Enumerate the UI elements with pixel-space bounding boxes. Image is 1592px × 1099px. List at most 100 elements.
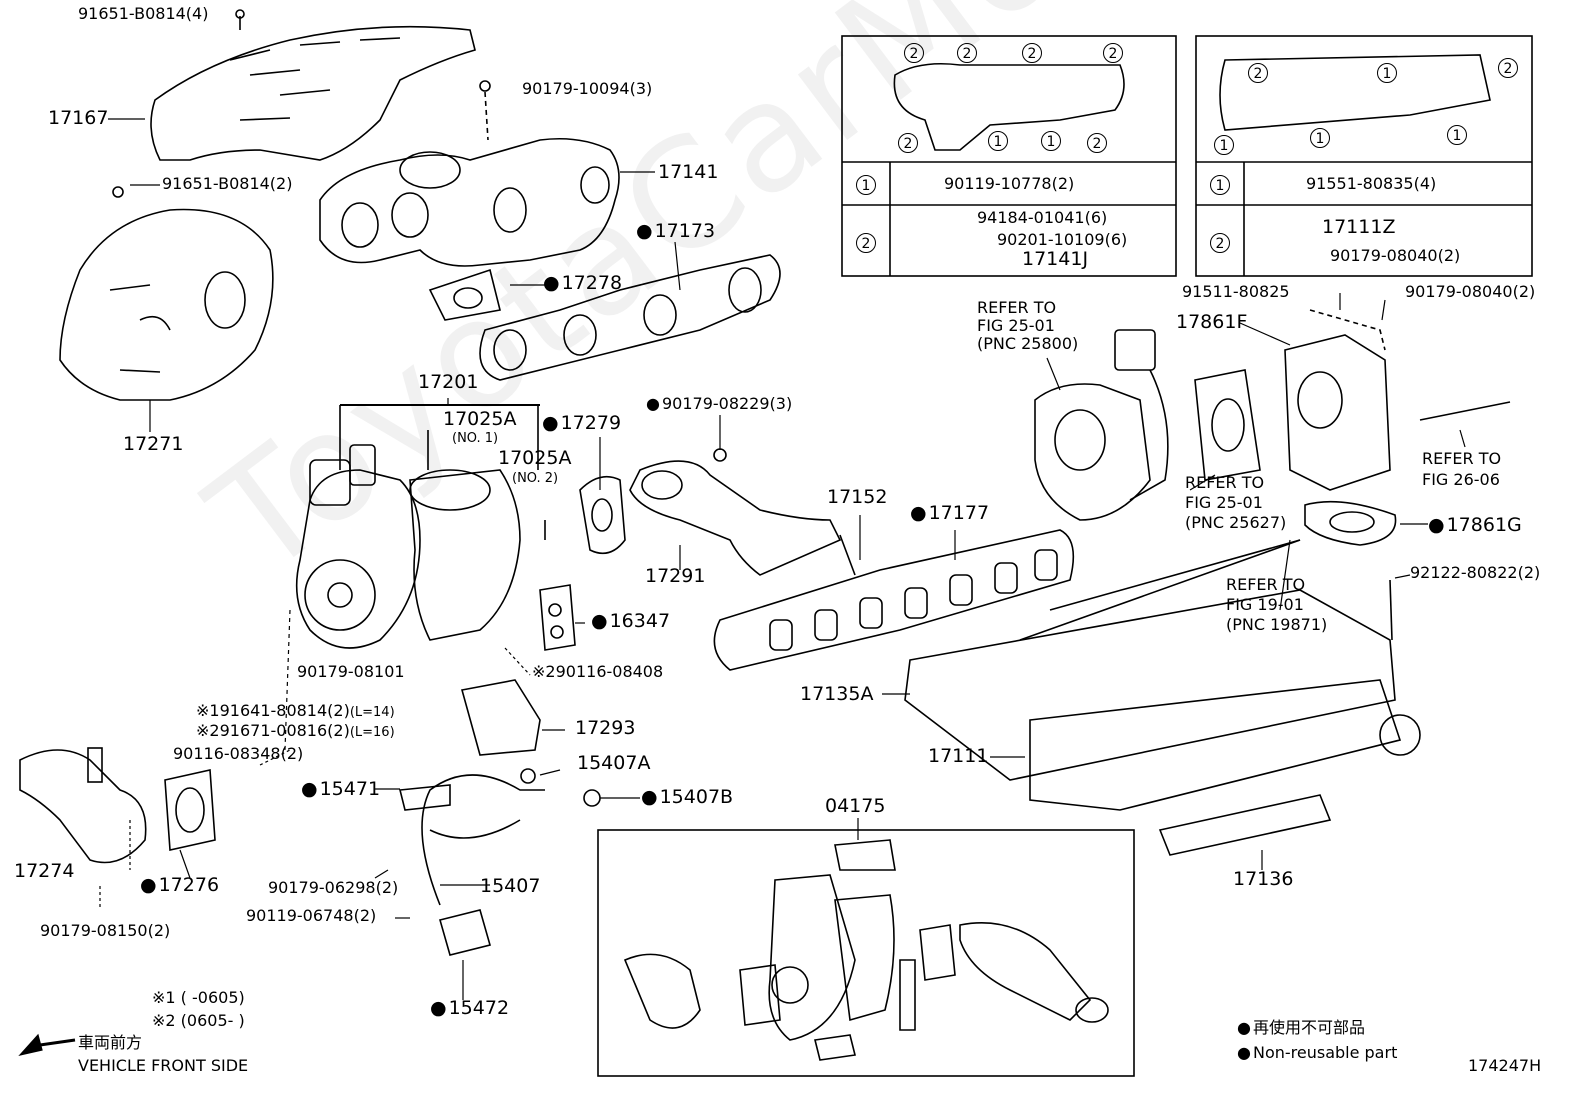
refer-fig-19-01: REFER TO FIG 19-01 (PNC 19871) [1226,575,1327,635]
table-right-row2-part: 17111Z [1322,216,1396,238]
label-17293: 17293 [575,717,636,739]
label-90116-08408: ※290116-08408 [532,664,663,680]
callout-1: 1 [1310,128,1330,148]
table-left-row1-part: 90119-10778(2) [944,174,1075,193]
egr-gasket [1194,369,1261,481]
callout-2: 2 [904,43,924,63]
label-90179-10094: 90179-10094(3) [522,79,653,98]
refer-line: FIG 19-01 [1226,595,1304,614]
label-17152: 17152 [827,486,888,508]
table-left-row2-part: 90201-10109(6) [997,230,1128,249]
label-15472: 15472 [430,999,509,1018]
refer-line: (PNC 25800) [977,334,1079,353]
oil-pipe-15407 [421,774,545,906]
gasket-17177 [713,529,1075,671]
label-17025A-no1-note: (NO. 1) [452,431,499,446]
label-90179-08150: 90179-08150(2) [40,921,171,940]
egr-pipe [1049,539,1301,611]
egr-valve [1034,329,1169,521]
note-ref-2: ※2 (0605- ) [152,1011,245,1030]
label-17141: 17141 [658,161,719,183]
stud-17152 [839,534,856,576]
label-90179-08101: 90179-08101 [297,662,405,681]
callout-1: 1 [1377,63,1397,83]
legend-jp: 再使用不可部品 [1237,1020,1365,1036]
refer-line: (PNC 19871) [1226,615,1328,634]
intake-manifold-17111 [904,539,1421,811]
label-17276: 17276 [140,876,219,895]
gasket-17279 [579,475,626,555]
table-left-row2-part: 17141J [1022,248,1089,270]
cover-17136 [1158,794,1332,856]
label-17173: 17173 [636,222,715,241]
table-left-row2-part: 94184-01041(6) [977,208,1108,227]
table-row-marker-2: 2 [856,233,876,253]
refer-line: REFER TO [977,298,1057,317]
fastener-table-left [841,35,1177,277]
table-row-marker-1: 1 [856,175,876,195]
label-17136: 17136 [1233,868,1294,890]
long-bolt [1419,401,1511,421]
label-17861F: 17861F [1176,311,1248,333]
label-90179-06298: 90179-06298(2) [268,878,399,897]
table-right-row2-part: 90179-08040(2) [1330,246,1461,265]
pipe-17274 [19,749,147,864]
pipe-17291 [629,448,842,576]
kit-04175-parts [623,839,1109,1061]
label-17167: 17167 [48,107,109,129]
label-15471: 15471 [301,780,380,799]
label-17271: 17271 [123,433,184,455]
callout-1: 1 [1214,135,1234,155]
flange-15472 [439,909,491,956]
note-ref-1: ※1 ( -0605) [152,988,245,1007]
refer-line: REFER TO [1226,575,1306,594]
ref-mark-1: ※1 [196,701,220,720]
egr-adapter-17861F [1284,309,1391,491]
callout-1: 1 [1447,125,1467,145]
part-number-91671-00816: 91671-00816(2) [219,721,350,740]
bracket-17293 [460,679,541,756]
callout-2: 2 [898,133,918,153]
part-number-90116-08408: 90116-08408 [555,662,664,681]
table-row-marker-2: 2 [1210,233,1230,253]
refer-line: FIG 25-01 [1185,493,1263,512]
length-14: (L=14) [349,705,395,720]
label-90179-08229: 90179-08229(3) [646,396,792,412]
refer-line: FIG 25-01 [977,316,1055,335]
refer-fig-25-01-pnc-25800: REFER TO FIG 25-01 (PNC 25800) [977,299,1078,353]
label-91651-B0814-2: 91651-B0814(2) [162,174,293,193]
label-17111: 17111 [928,745,989,767]
gasket-17173 [479,254,781,381]
label-16347: 16347 [591,612,670,631]
label-15407B: 15407B [641,788,733,807]
gasket-17861G [1304,500,1397,546]
callout-2: 2 [1087,133,1107,153]
leader-lines [18,118,1466,1057]
turbocharger-17201 [295,404,546,649]
refer-line: FIG 26-06 [1422,470,1500,489]
refer-line: REFER TO [1422,449,1502,468]
callout-2: 2 [1103,43,1123,63]
gasket-17278 [428,268,501,321]
label-17861G: 17861G [1428,516,1522,535]
gasket-16347 [539,584,576,651]
refer-line: (PNC 25627) [1185,513,1287,532]
ref-mark-2: ※2 [196,721,220,740]
label-91651-B0814-4: 91651-B0814(4) [78,4,209,23]
refer-line: REFER TO [1185,473,1265,492]
label-17025A-no2-note: (NO. 2) [512,471,559,486]
refer-fig-26-06: REFER TO FIG 26-06 [1422,448,1501,490]
fastener-table-right [1195,35,1533,277]
label-92122-80822: 92122-80822(2) [1410,563,1541,582]
label-90116-08348: 90116-08348(2) [173,744,304,763]
part-number-91641-80814: 91641-80814(2) [219,701,350,720]
label-15407A: 15407A [577,752,651,774]
label-90119-06748: 90119-06748(2) [246,906,377,925]
label-91641-80814: ※191641-80814(2)(L=14) [196,701,395,720]
label-17177: 17177 [910,504,989,523]
label-17201: 17201 [418,371,479,393]
direction-en: VEHICLE FRONT SIDE [78,1056,249,1075]
length-16: (L=16) [349,725,395,740]
callout-2: 2 [1498,58,1518,78]
